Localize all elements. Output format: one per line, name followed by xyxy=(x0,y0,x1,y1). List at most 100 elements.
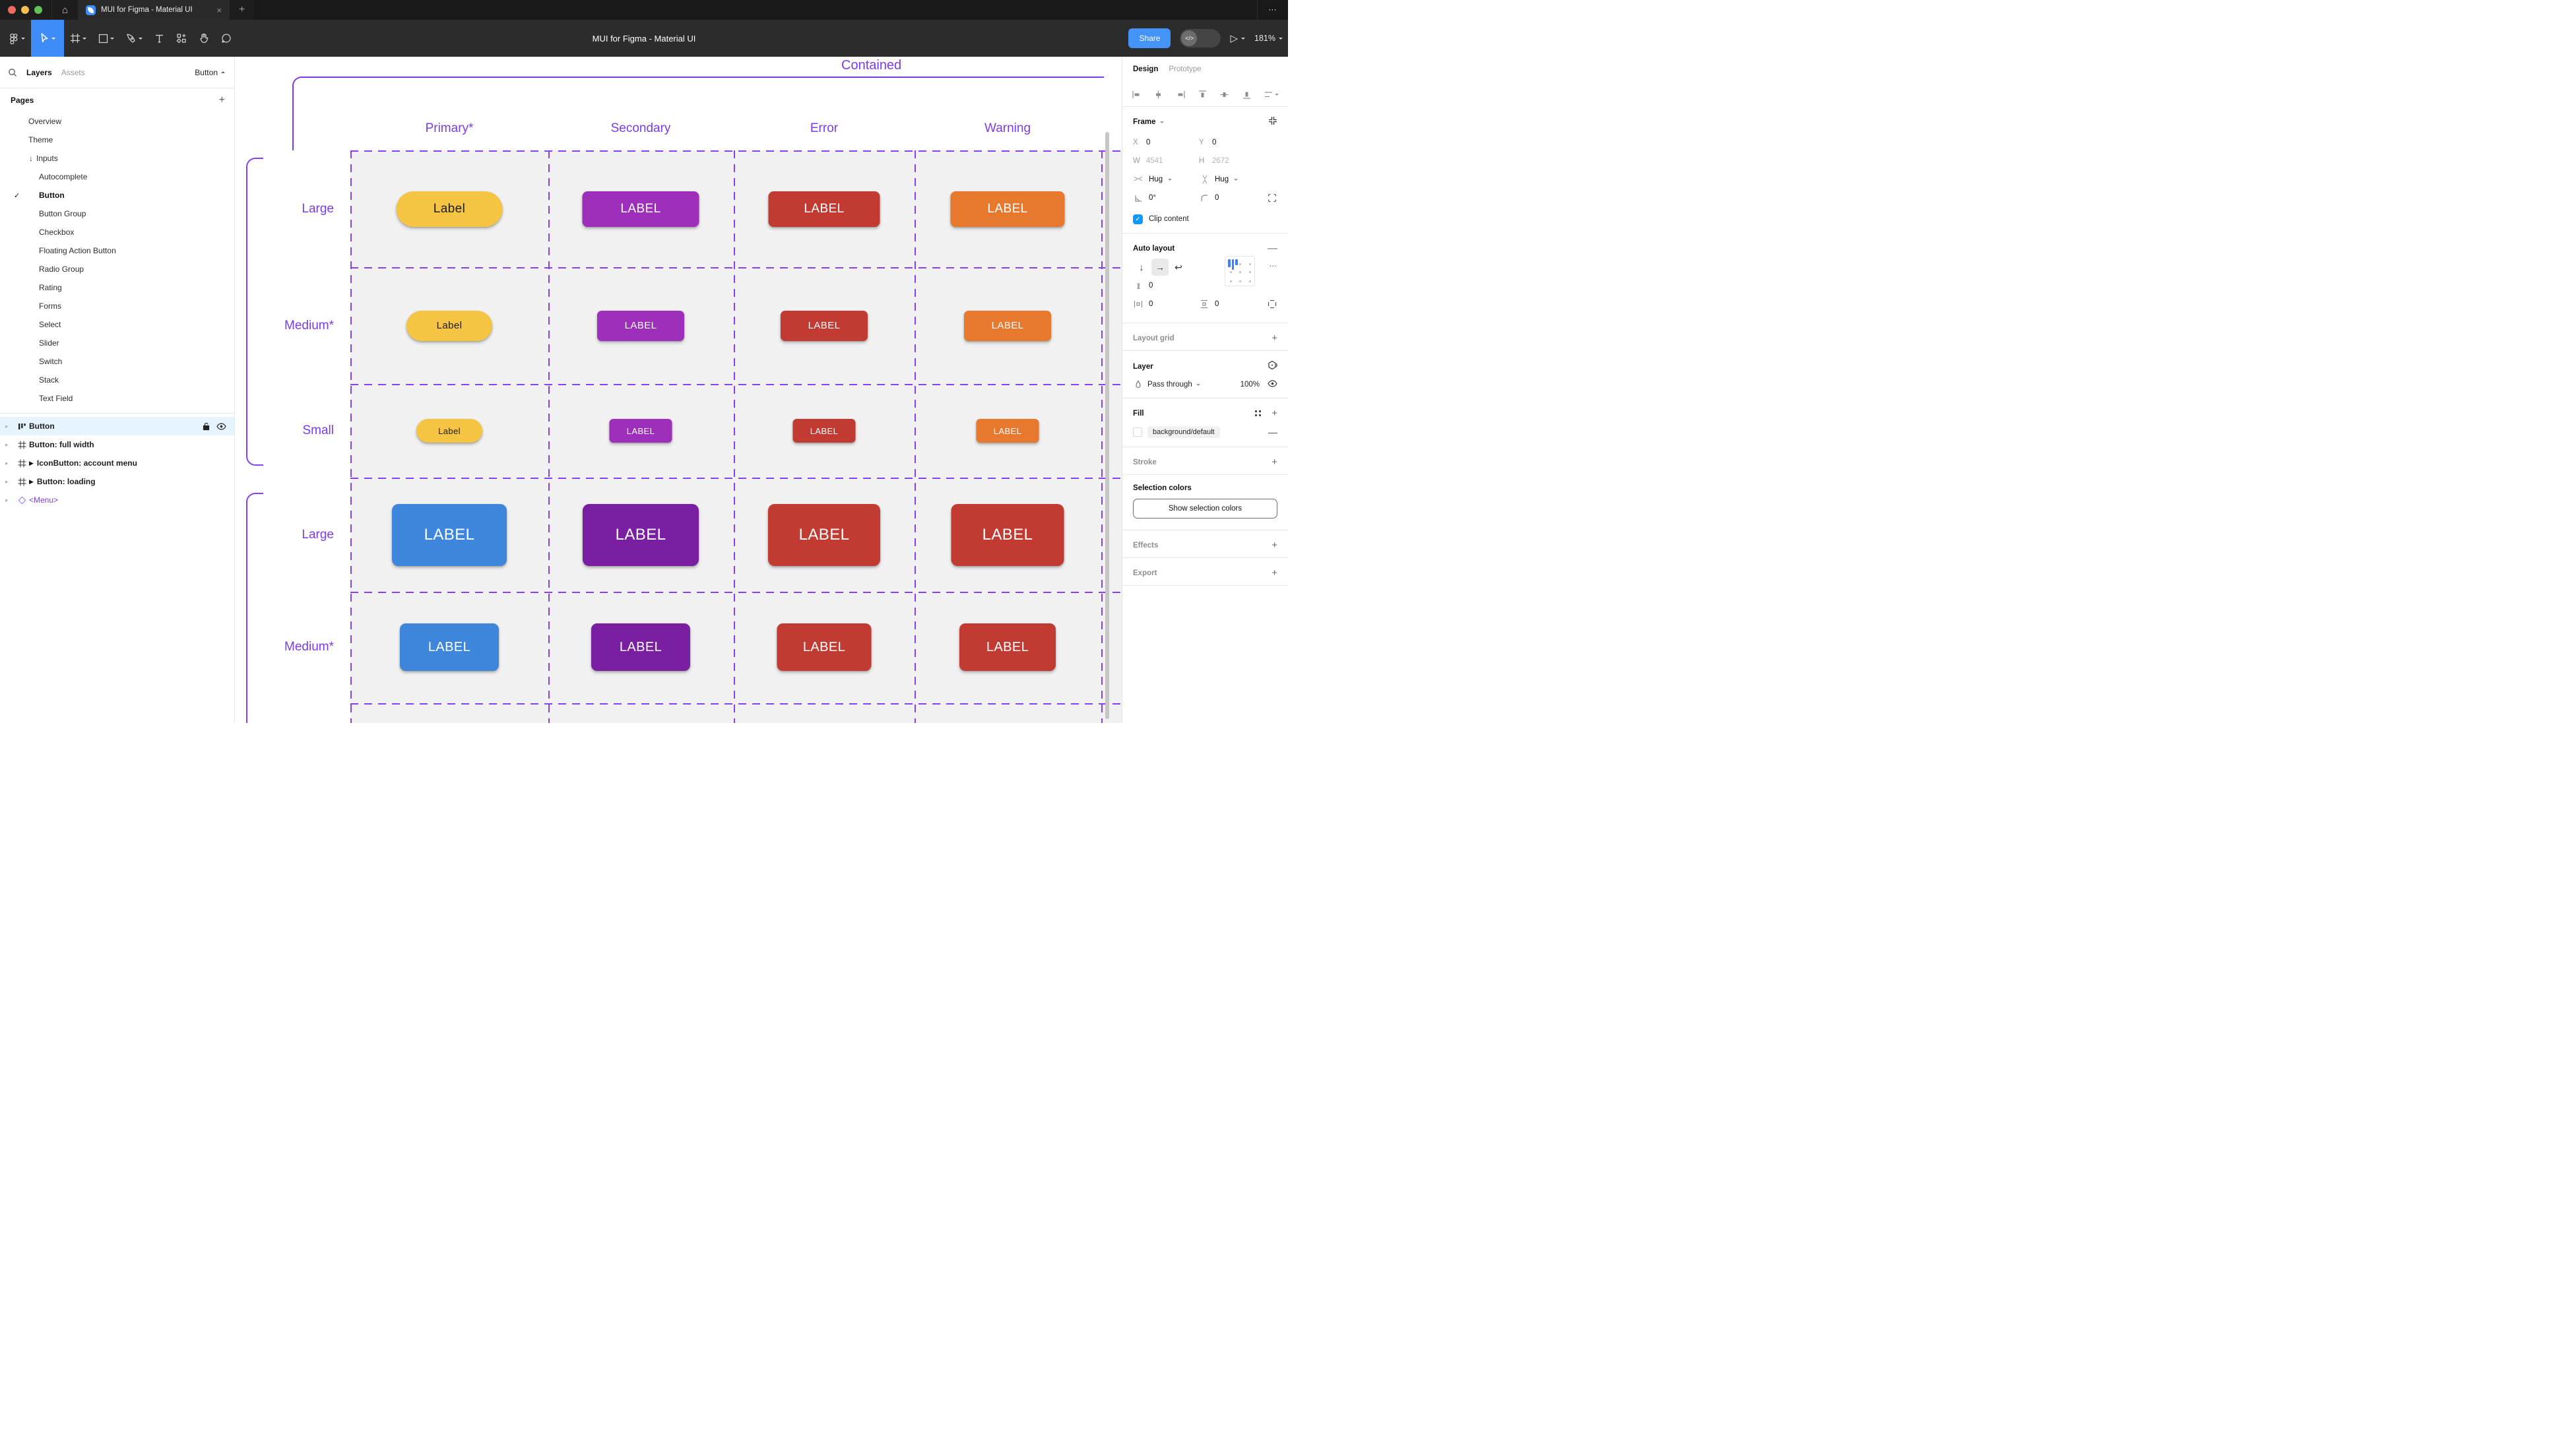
add-fill-button[interactable]: + xyxy=(1272,408,1277,419)
page-item[interactable]: ↓Inputs xyxy=(0,149,234,168)
page-item[interactable]: ✓Button xyxy=(0,186,234,204)
search-icon[interactable] xyxy=(8,68,17,77)
align-left-icon[interactable] xyxy=(1132,90,1142,100)
layout-direction-right[interactable]: → xyxy=(1151,259,1169,276)
layout-wrap[interactable]: ↩ xyxy=(1175,261,1182,272)
hand-tool-button[interactable] xyxy=(193,20,215,57)
canvas-button[interactable]: LABEL xyxy=(583,503,699,566)
page-item[interactable]: Slider xyxy=(0,334,234,352)
collapse-panel-icon[interactable] xyxy=(1268,116,1277,128)
canvas-button[interactable]: LABEL xyxy=(781,310,868,341)
layer-row[interactable]: ▸Button xyxy=(0,417,234,435)
new-tab-button[interactable]: + xyxy=(239,4,245,15)
page-item[interactable]: Forms xyxy=(0,297,234,315)
layout-direction-down[interactable]: ↓ xyxy=(1139,262,1144,272)
vertical-padding-field[interactable]: 0 xyxy=(1199,299,1265,309)
canvas-button[interactable]: LABEL xyxy=(591,623,690,671)
show-selection-colors-button[interactable]: Show selection colors xyxy=(1133,499,1277,519)
canvas-button[interactable]: Label xyxy=(416,419,482,443)
resources-tool-button[interactable] xyxy=(170,20,193,57)
canvas-button[interactable]: Label xyxy=(396,191,503,227)
page-item[interactable]: Autocomplete xyxy=(0,168,234,186)
shape-tool-button[interactable] xyxy=(92,20,120,57)
rotation-field[interactable]: 0° xyxy=(1133,194,1199,203)
align-top-icon[interactable] xyxy=(1198,90,1208,100)
blend-mode-icon[interactable] xyxy=(1268,360,1277,373)
main-menu-button[interactable] xyxy=(0,20,31,57)
page-item[interactable]: Rating xyxy=(0,278,234,297)
distribute-menu[interactable] xyxy=(1264,90,1279,100)
individual-padding-icon[interactable] xyxy=(1267,299,1277,309)
pen-tool-button[interactable] xyxy=(120,20,148,57)
remove-fill-button[interactable]: — xyxy=(1268,427,1277,437)
canvas-button[interactable]: LABEL xyxy=(582,191,699,227)
align-h-center-icon[interactable] xyxy=(1153,90,1163,100)
expand-chevron-icon[interactable]: ▸ xyxy=(5,478,9,485)
canvas-button[interactable]: LABEL xyxy=(950,191,1065,227)
gap-field[interactable]: ]|[ 0 xyxy=(1133,282,1199,290)
frame-tool-button[interactable] xyxy=(64,20,92,57)
canvas-button[interactable]: LABEL xyxy=(392,503,507,566)
alignment-widget[interactable] xyxy=(1225,256,1255,286)
fill-token[interactable]: background/default xyxy=(1147,426,1220,438)
zoom-menu[interactable]: 181% xyxy=(1254,34,1283,43)
canvas-button[interactable]: LABEL xyxy=(400,623,499,671)
add-layout-grid-button[interactable]: + xyxy=(1272,332,1277,344)
unlock-icon[interactable] xyxy=(203,422,210,431)
add-export-button[interactable]: + xyxy=(1272,567,1277,579)
tab-design[interactable]: Design xyxy=(1133,65,1159,73)
tab-assets[interactable]: Assets xyxy=(61,67,85,77)
page-item[interactable]: Checkbox xyxy=(0,223,234,241)
align-bottom-icon[interactable] xyxy=(1242,90,1252,100)
canvas-scrollbar[interactable] xyxy=(1105,132,1109,719)
horizontal-resizing-dropdown[interactable]: >< Hug xyxy=(1133,175,1199,183)
visibility-eye-icon[interactable] xyxy=(1268,380,1277,389)
expand-chevron-icon[interactable]: ▸ xyxy=(5,422,9,429)
add-effect-button[interactable]: + xyxy=(1272,540,1277,551)
eye-icon[interactable] xyxy=(216,422,226,430)
frame-name-label[interactable]: Contained xyxy=(841,58,901,73)
page-item[interactable]: Stack xyxy=(0,371,234,389)
component-quick-selector[interactable]: Button xyxy=(195,68,225,77)
canvas-button[interactable]: LABEL xyxy=(959,623,1056,671)
canvas-button[interactable]: LABEL xyxy=(609,419,672,443)
canvas-button[interactable]: LABEL xyxy=(951,503,1064,566)
canvas-button[interactable]: LABEL xyxy=(768,503,880,566)
page-item[interactable]: Theme xyxy=(0,131,234,149)
page-item[interactable]: Text Field xyxy=(0,389,234,408)
canvas-button[interactable]: Label xyxy=(406,310,492,341)
page-item[interactable]: Switch xyxy=(0,352,234,371)
canvas-button[interactable]: LABEL xyxy=(768,191,880,227)
dev-mode-toggle[interactable]: </> xyxy=(1180,29,1221,47)
share-button[interactable]: Share xyxy=(1128,28,1171,48)
document-tab[interactable]: MUI for Figma - Material UI × xyxy=(78,0,230,20)
fill-color-swatch[interactable] xyxy=(1133,427,1142,437)
close-window-button[interactable] xyxy=(8,6,16,14)
page-item[interactable]: Button Group xyxy=(0,204,234,223)
layer-row[interactable]: ▸▶IconButton: account menu xyxy=(0,454,234,472)
page-item[interactable]: Radio Group xyxy=(0,260,234,278)
remove-auto-layout-button[interactable]: — xyxy=(1268,243,1277,254)
align-v-center-icon[interactable] xyxy=(1219,90,1229,100)
comment-tool-button[interactable] xyxy=(215,20,238,57)
tab-layers[interactable]: Layers xyxy=(26,67,52,77)
present-button[interactable]: ▷ xyxy=(1230,32,1246,44)
horizontal-padding-field[interactable]: 0 xyxy=(1133,300,1199,308)
vertical-resizing-dropdown[interactable]: >< Hug xyxy=(1199,175,1265,184)
blend-mode-dropdown[interactable]: Pass through xyxy=(1147,381,1192,389)
move-tool-button[interactable] xyxy=(31,20,64,57)
canvas-button[interactable]: LABEL xyxy=(792,419,856,443)
layer-row[interactable]: ▸<Menu> xyxy=(0,491,234,509)
expand-chevron-icon[interactable]: ▸ xyxy=(5,459,9,466)
align-right-icon[interactable] xyxy=(1176,90,1186,100)
text-tool-button[interactable] xyxy=(148,20,170,57)
layer-row[interactable]: ▸▶Button: loading xyxy=(0,472,234,491)
layer-row[interactable]: ▸Button: full width xyxy=(0,435,234,454)
independent-corners-icon[interactable] xyxy=(1267,193,1277,203)
auto-layout-more-button[interactable]: ⋯ xyxy=(1269,263,1277,270)
